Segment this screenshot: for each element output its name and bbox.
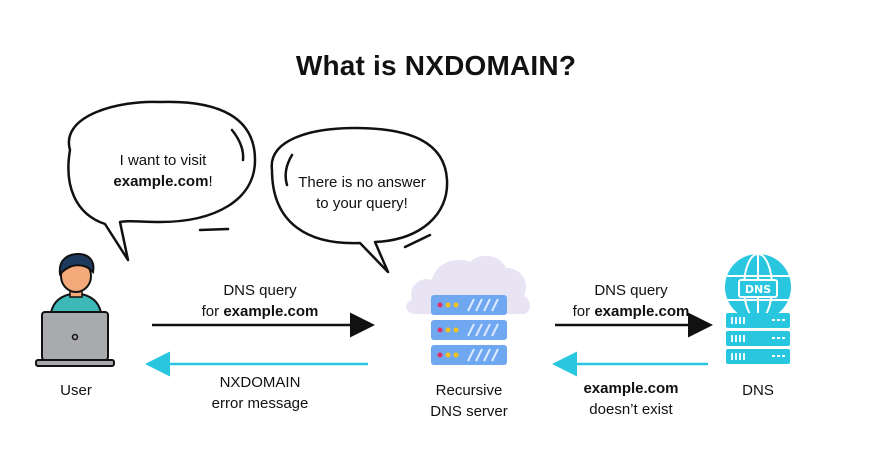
user-bubble-suffix: ! [208, 173, 213, 190]
query-right-label: DNS query for example.com [541, 280, 721, 322]
error-right-domain: example.com [583, 380, 679, 397]
error-left-line1: NXDOMAIN [219, 374, 301, 391]
query-right-domain: example.com [594, 303, 690, 320]
error-left-line2: error message [211, 395, 309, 412]
user-bubble-line1: I want to visit [119, 152, 207, 169]
query-left-line1: DNS query [223, 282, 297, 299]
error-right-domain-line: example.com [541, 378, 721, 399]
resolver-bubble-line2: to your query! [316, 195, 408, 212]
recursive-dns-server-icon [406, 255, 530, 365]
query-left-line2: for example.com [170, 301, 350, 322]
dns-server-globe-icon: DNS [725, 253, 791, 364]
resolver-bubble-line1: There is no answer [298, 174, 426, 191]
user-speech-bubble [67, 100, 257, 262]
query-right-prefix: for [572, 303, 595, 320]
dns-icon-label: DNS [745, 283, 771, 296]
user-laptop-icon [35, 252, 115, 367]
query-right-line2: for example.com [541, 301, 721, 322]
error-right-label: example.com doesn’t exist [541, 378, 721, 420]
page-title: What is NXDOMAIN? [295, 50, 577, 81]
query-left-prefix: for [201, 303, 224, 320]
resolver-label: Recursive DNS server [399, 380, 539, 422]
user-label: User [60, 382, 92, 399]
resolver-bubble-text: There is no answer to your query! [282, 172, 442, 214]
resolver-label-line1: Recursive [435, 382, 503, 399]
resolver-label-line2: DNS server [430, 403, 508, 420]
error-left-label: NXDOMAIN error message [170, 372, 350, 414]
query-left-domain: example.com [223, 303, 319, 320]
user-bubble-text: I want to visit example.com! [88, 150, 238, 192]
user-bubble-line2: example.com! [88, 171, 238, 192]
query-right-line1: DNS query [594, 282, 668, 299]
dns-label: DNS [742, 382, 774, 399]
error-right-line2: doesn’t exist [589, 401, 673, 418]
query-left-label: DNS query for example.com [170, 280, 350, 322]
user-bubble-domain: example.com [113, 173, 209, 190]
resolver-speech-bubble [270, 126, 449, 274]
